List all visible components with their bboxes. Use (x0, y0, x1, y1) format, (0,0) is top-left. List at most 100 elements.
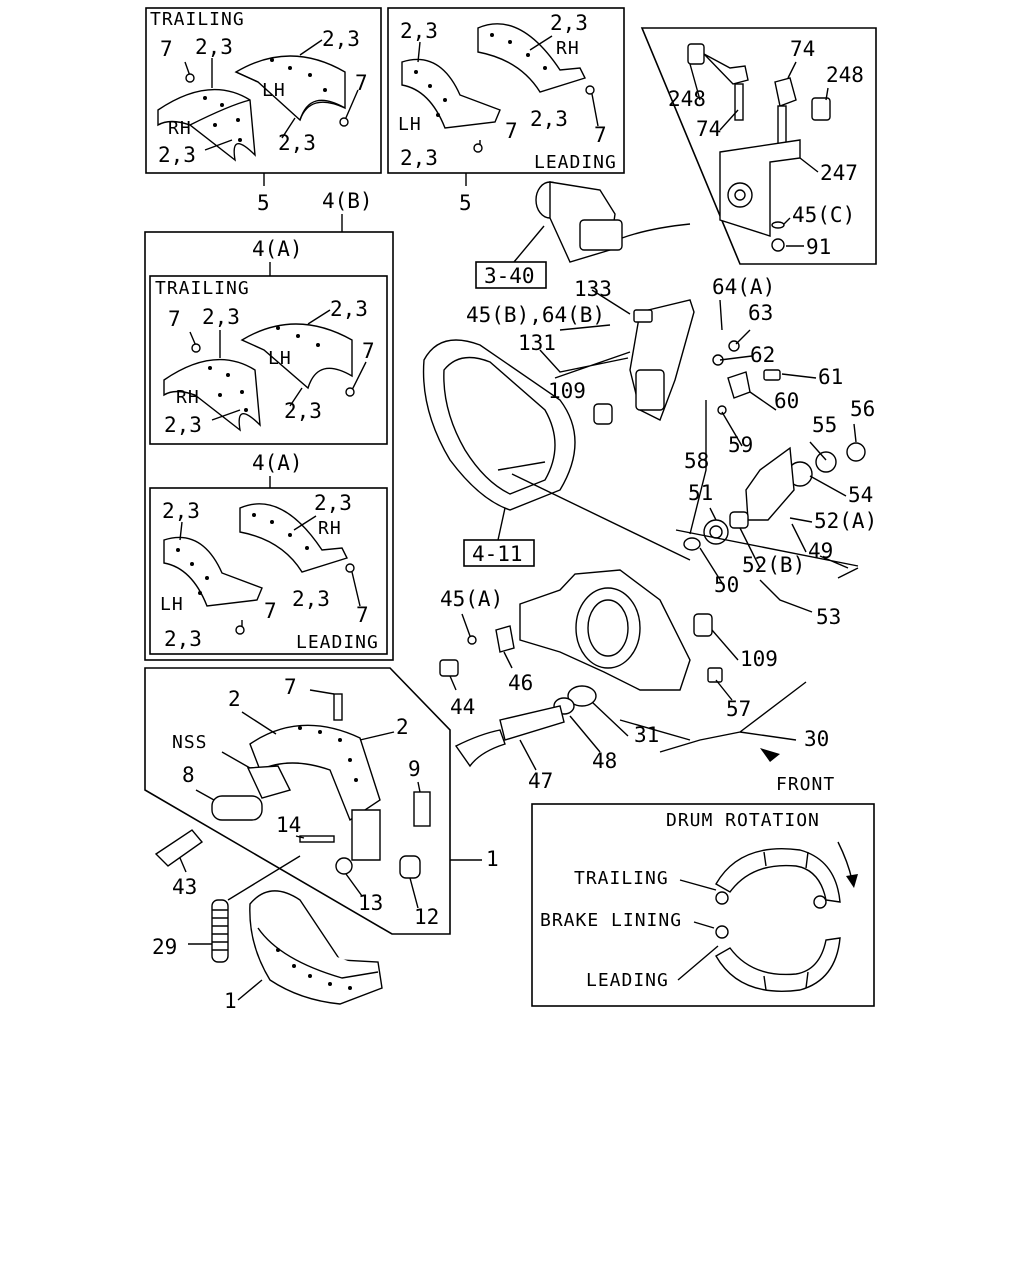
label-7: 7 (356, 603, 369, 627)
label-7: 7 (355, 71, 368, 95)
label-12: 12 (414, 905, 439, 929)
label-2-3: 2,3 (530, 107, 568, 131)
label-248: 248 (826, 63, 864, 87)
label-52b: 52(B) (742, 553, 805, 577)
label-53: 53 (816, 605, 841, 629)
panel-top-right-valve: 74 248 248 74 247 45(C) 91 (640, 27, 877, 265)
label-131: 131 (518, 331, 556, 355)
label-front: FRONT (776, 774, 835, 795)
label-58: 58 (684, 449, 709, 473)
label-2-3: 2,3 (164, 413, 202, 437)
label-45c: 45(C) (792, 203, 855, 227)
label-7: 7 (505, 119, 518, 143)
label-109: 109 (740, 647, 778, 671)
label-14: 14 (276, 813, 301, 837)
lower-shoe: 1 (224, 890, 383, 1013)
label-3-40: 3-40 (484, 264, 535, 288)
label-7: 7 (264, 599, 277, 623)
label-4a: 4(A) (252, 451, 303, 475)
label-4a: 4(A) (252, 237, 303, 261)
label-64a: 64(A) (712, 275, 775, 299)
label-4-11: 4-11 (472, 542, 523, 566)
label-nss: NSS (172, 732, 208, 753)
mid-cluster: 133 45(B),64(B) 64(A) 63 62 61 131 109 6… (466, 275, 877, 629)
label-29: 29 (152, 935, 177, 959)
label-2-3: 2,3 (400, 19, 438, 43)
label-45a: 45(A) (440, 587, 503, 611)
legend-trailing: TRAILING (574, 868, 669, 889)
label-30: 30 (804, 727, 829, 751)
label-2-3: 2,3 (195, 35, 233, 59)
label-7: 7 (594, 123, 607, 147)
label-2-3: 2,3 (314, 491, 352, 515)
label-7: 7 (362, 339, 375, 363)
label-rh: RH (168, 118, 192, 139)
label-7: 7 (168, 307, 181, 331)
return-spring: 29 (152, 855, 301, 963)
drum-rotation-legend: DRUM ROTATION TRAILING BRAKE LINING LEAD… (531, 803, 875, 1007)
label-31: 31 (634, 723, 659, 747)
label-2: 2 (396, 715, 409, 739)
label-109: 109 (548, 379, 586, 403)
legend-brake-lining: BRAKE LINING (540, 910, 682, 931)
label-74: 74 (790, 37, 815, 61)
label-45b-64b: 45(B),64(B) (466, 303, 605, 327)
label-57: 57 (726, 697, 751, 721)
label-lh: LH (398, 114, 422, 135)
label-47: 47 (528, 769, 553, 793)
panel-title: LEADING (534, 152, 617, 173)
label-2-3: 2,3 (158, 143, 196, 167)
label-5: 5 (257, 191, 270, 215)
label-2-3: 2,3 (202, 305, 240, 329)
label-7: 7 (160, 37, 173, 61)
label-4b: 4(B) (322, 189, 373, 213)
label-2-3: 2,3 (164, 627, 202, 651)
label-44: 44 (450, 695, 475, 719)
label-7: 7 (284, 675, 297, 699)
label-9: 9 (408, 757, 421, 781)
label-rh: RH (176, 387, 200, 408)
label-247: 247 (820, 161, 858, 185)
label-62: 62 (750, 343, 775, 367)
panel-title: TRAILING (155, 278, 250, 299)
legend-leading: LEADING (586, 970, 669, 991)
label-2-3: 2,3 (284, 399, 322, 423)
label-2-3: 2,3 (550, 11, 588, 35)
brake-spider: 45(A) 46 44 109 57 31 30 (439, 569, 829, 753)
label-91: 91 (806, 235, 831, 259)
label-2-3: 2,3 (292, 587, 330, 611)
label-rh: RH (318, 518, 342, 539)
label-60: 60 (774, 389, 799, 413)
label-2: 2 (228, 687, 241, 711)
label-5: 5 (459, 191, 472, 215)
label-13: 13 (358, 891, 383, 915)
group-4b: 4(B) 4(A) TRAILING 7 2,3 2,3 LH 7 RH 2,3… (144, 189, 394, 661)
panel-title: TRAILING (150, 9, 245, 30)
label-54: 54 (848, 483, 873, 507)
camshaft: 48 47 FRONT (454, 685, 835, 795)
label-lh: LH (268, 348, 292, 369)
label-74: 74 (696, 117, 721, 141)
label-63: 63 (748, 301, 773, 325)
panel-title: LEADING (296, 632, 379, 653)
label-46: 46 (508, 671, 533, 695)
label-2-3: 2,3 (400, 146, 438, 170)
label-lh: LH (262, 80, 286, 101)
brake-chamber-and-shield: 3-40 4-11 (422, 181, 691, 567)
label-8: 8 (182, 763, 195, 787)
label-48: 48 (592, 749, 617, 773)
label-55: 55 (812, 413, 837, 437)
label-2-3: 2,3 (162, 499, 200, 523)
label-rh: RH (556, 38, 580, 59)
label-lh: LH (160, 594, 184, 615)
label-2-3: 2,3 (330, 297, 368, 321)
label-43: 43 (172, 875, 197, 899)
label-1: 1 (224, 989, 237, 1013)
panel-top-middle-leading: LEADING 2,3 2,3 RH LH 2,3 7 2,3 7 (387, 7, 625, 174)
label-56: 56 (850, 397, 875, 421)
label-61: 61 (818, 365, 843, 389)
panel-top-left-trailing: TRAILING 7 2,3 2,3 LH 7 RH 2,3 2,3 (145, 7, 382, 174)
legend-title: DRUM ROTATION (666, 810, 820, 831)
label-52a: 52(A) (814, 509, 877, 533)
